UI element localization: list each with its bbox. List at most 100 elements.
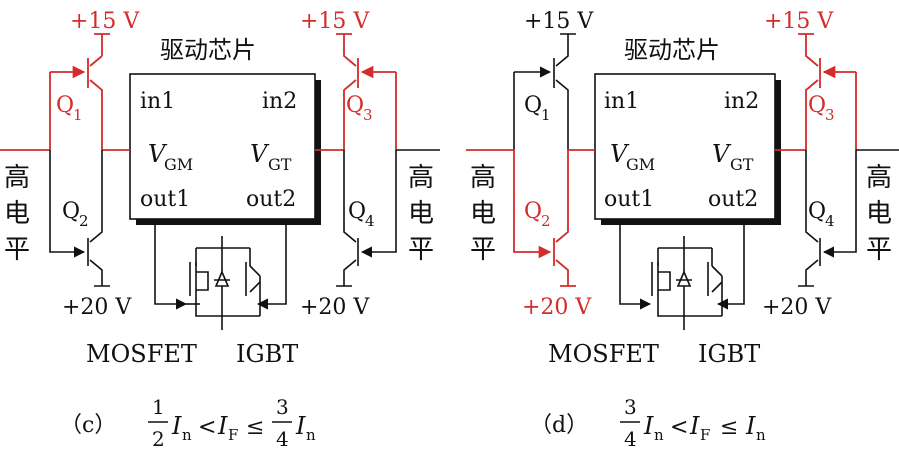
caption-lhs-den: 2	[152, 427, 165, 451]
pin-vgt: V	[250, 140, 270, 168]
high-level-left-2: 电	[470, 199, 496, 229]
q2-collector	[555, 149, 595, 243]
out2-wire	[256, 225, 287, 310]
caption-tag: （d）	[530, 413, 588, 438]
out1-wire	[619, 225, 652, 310]
caption-le: ≤	[246, 415, 264, 440]
high-level-right-2: 电	[408, 199, 434, 229]
q1-label: Q	[524, 93, 542, 118]
q1-sub: 1	[73, 106, 83, 124]
q2-label: Q	[62, 199, 80, 224]
q4-sub: 4	[825, 212, 835, 230]
pin-out1: out1	[140, 187, 190, 212]
high-level-left-2: 电	[4, 199, 30, 229]
q2-sub: 2	[541, 212, 551, 230]
caption-if: I	[217, 412, 228, 440]
pin-vgt: V	[712, 140, 732, 168]
q3-emitter	[315, 79, 357, 151]
hybrid-switch-symbol	[651, 236, 723, 330]
q1-emitter	[89, 79, 130, 151]
q4-label: Q	[348, 199, 366, 224]
high-level-left-3: 平	[470, 235, 496, 265]
q1-sub: 1	[541, 106, 551, 124]
caption-rhs-num: 3	[276, 395, 289, 419]
high-level-left-1: 高	[4, 163, 30, 193]
caption-if: I	[689, 412, 700, 440]
supply-bottom-right: +20 V	[300, 295, 370, 320]
q3-collector	[798, 33, 819, 67]
caption-tag: （c）	[60, 413, 116, 438]
caption-le: ≤	[720, 415, 738, 440]
device-igbt-label: IGBT	[236, 340, 298, 368]
caption-if-sub: F	[700, 426, 710, 444]
high-level-left-3: 平	[4, 235, 30, 265]
pin-out1: out1	[604, 187, 654, 212]
pin-vgt-sub: GT	[730, 155, 754, 174]
q3-label: Q	[808, 93, 826, 118]
panel-d: 驱动芯片 in1 in2 V GM V GT out1 out2 +15 V Q…	[466, 9, 899, 451]
pin-out2: out2	[708, 187, 758, 212]
pin-vgm-sub: GM	[164, 155, 193, 174]
q4-collector	[343, 150, 357, 243]
pin-vgm-sub: GM	[626, 155, 655, 174]
q4-emitter	[798, 259, 819, 287]
q2-base-wire	[49, 150, 86, 258]
supply-top-right: +15 V	[764, 9, 834, 34]
supply-bottom-right: +20 V	[762, 295, 832, 320]
caption-in: I	[643, 412, 654, 440]
q1-label: Q	[56, 93, 74, 118]
q1-emitter	[555, 79, 569, 150]
q3-emitter	[775, 79, 819, 151]
q3-collector	[336, 33, 357, 67]
chip-title: 驱动芯片	[160, 36, 256, 64]
q3-sub: 3	[363, 106, 373, 124]
q4-label: Q	[808, 199, 826, 224]
supply-top-left: +15 V	[524, 9, 594, 34]
q4-sub: 4	[365, 212, 375, 230]
q4-emitter	[336, 259, 357, 287]
pin-in2: in2	[262, 89, 297, 114]
driver-chip	[129, 73, 316, 220]
high-level-right-1: 高	[866, 163, 892, 193]
caption-lhs-den: 4	[624, 427, 637, 451]
caption-in2-sub: n	[306, 426, 316, 444]
q2-emitter	[555, 259, 576, 287]
pin-vgm: V	[610, 140, 630, 168]
q4-collector	[805, 150, 819, 243]
high-level-right-1: 高	[408, 163, 434, 193]
q2-collector	[89, 150, 103, 243]
supply-bottom-left: +20 V	[62, 295, 132, 320]
caption-c: （c） 1 2 I n < I F ≤ 3 4 I n	[60, 395, 316, 451]
caption-d: （d） 3 4 I n < I F ≤ I n	[530, 395, 766, 451]
pin-vgm: V	[148, 140, 168, 168]
q1-collector	[89, 33, 110, 67]
out2-wire	[716, 225, 745, 310]
q3-sub: 3	[825, 106, 835, 124]
high-level-left-1: 高	[470, 163, 496, 193]
supply-top-left: +15 V	[70, 9, 140, 34]
caption-lt: <	[670, 415, 688, 440]
device-mosfet-label: MOSFET	[86, 340, 197, 368]
pin-out2: out2	[246, 187, 296, 212]
q2-base-wire	[466, 149, 552, 259]
caption-in: I	[171, 412, 182, 440]
device-mosfet-label: MOSFET	[548, 340, 659, 368]
q1-collector	[555, 33, 576, 67]
driver-chip	[594, 73, 776, 220]
hybrid-switch-symbol	[186, 236, 261, 330]
caption-rhs-den: 4	[276, 427, 289, 451]
q4-base-wire	[824, 149, 899, 252]
high-level-right-3: 平	[408, 235, 434, 265]
pin-in2: in2	[724, 89, 759, 114]
q4-base-wire	[362, 149, 440, 252]
chip-title: 驱动芯片	[624, 36, 720, 64]
device-igbt-label: IGBT	[698, 340, 760, 368]
q3-label: Q	[346, 93, 364, 118]
caption-if-sub: F	[228, 426, 238, 444]
caption-in2-sub: n	[756, 426, 766, 444]
caption-lt: <	[198, 415, 216, 440]
caption-in-sub: n	[654, 426, 664, 444]
caption-lhs-num: 3	[624, 395, 637, 419]
q2-label: Q	[524, 199, 542, 224]
